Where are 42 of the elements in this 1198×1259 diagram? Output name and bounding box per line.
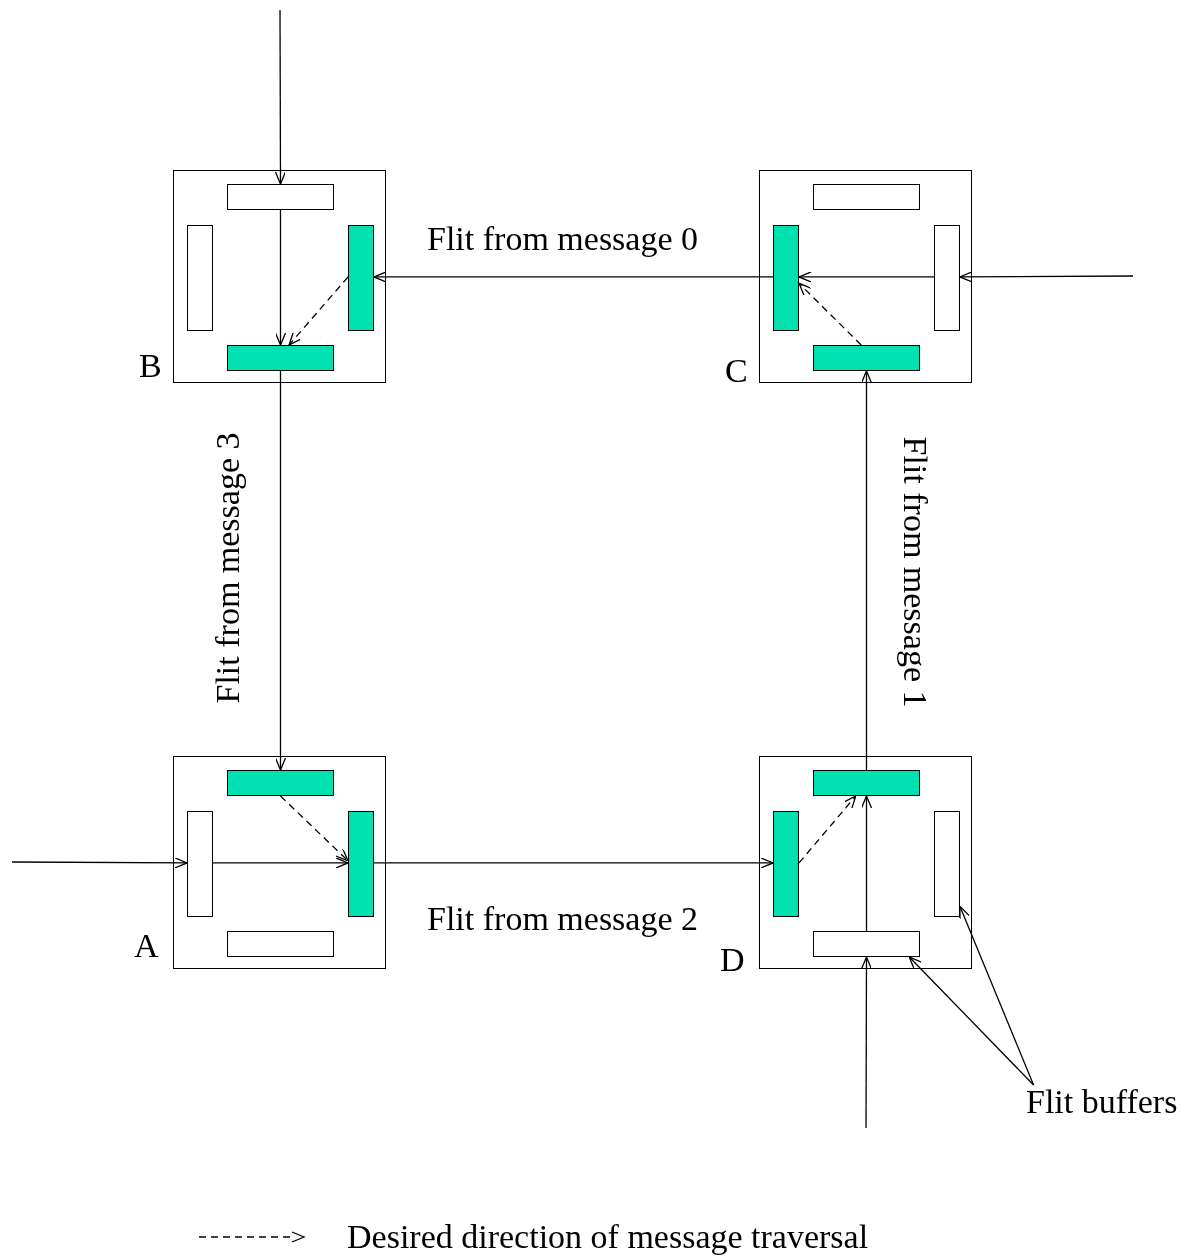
arrow [860, 370, 873, 771]
occupied-buffer [773, 811, 799, 917]
occupied-buffer [813, 770, 920, 796]
empty-buffer [934, 811, 960, 917]
occupied-buffer [813, 345, 920, 371]
router-label: D [720, 943, 745, 977]
occupied-buffer [227, 770, 334, 796]
empty-buffer [227, 184, 334, 210]
arrow [959, 271, 1134, 283]
empty-buffer [187, 811, 213, 917]
arrow [274, 209, 287, 346]
empty-buffer [187, 225, 213, 331]
arrow [798, 271, 935, 283]
router-label: B [139, 349, 162, 383]
arrow [212, 857, 349, 869]
empty-buffer [934, 225, 960, 331]
edge-label: Flit from message 3 [211, 432, 245, 704]
dashed-arrow [798, 795, 857, 864]
occupied-buffer [773, 225, 799, 331]
empty-buffer [813, 184, 920, 210]
arrow [274, 370, 287, 771]
edge-label: Flit from message 1 [898, 436, 932, 708]
dashed-arrow [798, 282, 862, 346]
leader-line [959, 905, 1035, 1086]
leader-line [908, 956, 1035, 1086]
empty-buffer [227, 931, 334, 957]
empty-buffer [813, 931, 920, 957]
router-label: A [134, 929, 159, 963]
arrow [373, 857, 774, 869]
occupied-buffer [227, 345, 334, 371]
arrow [860, 956, 873, 1129]
callout-label: Flit buffers [1026, 1085, 1178, 1119]
arrow [373, 271, 774, 283]
legend-text: Desired direction of message traversal [347, 1220, 869, 1254]
router-label: C [725, 354, 748, 388]
occupied-buffer [348, 225, 374, 331]
arrow [11, 857, 188, 869]
dashed-arrow [288, 276, 349, 346]
occupied-buffer [348, 811, 374, 917]
arrow [860, 795, 873, 932]
arrow [274, 9, 287, 185]
dashed-arrow [279, 795, 349, 862]
